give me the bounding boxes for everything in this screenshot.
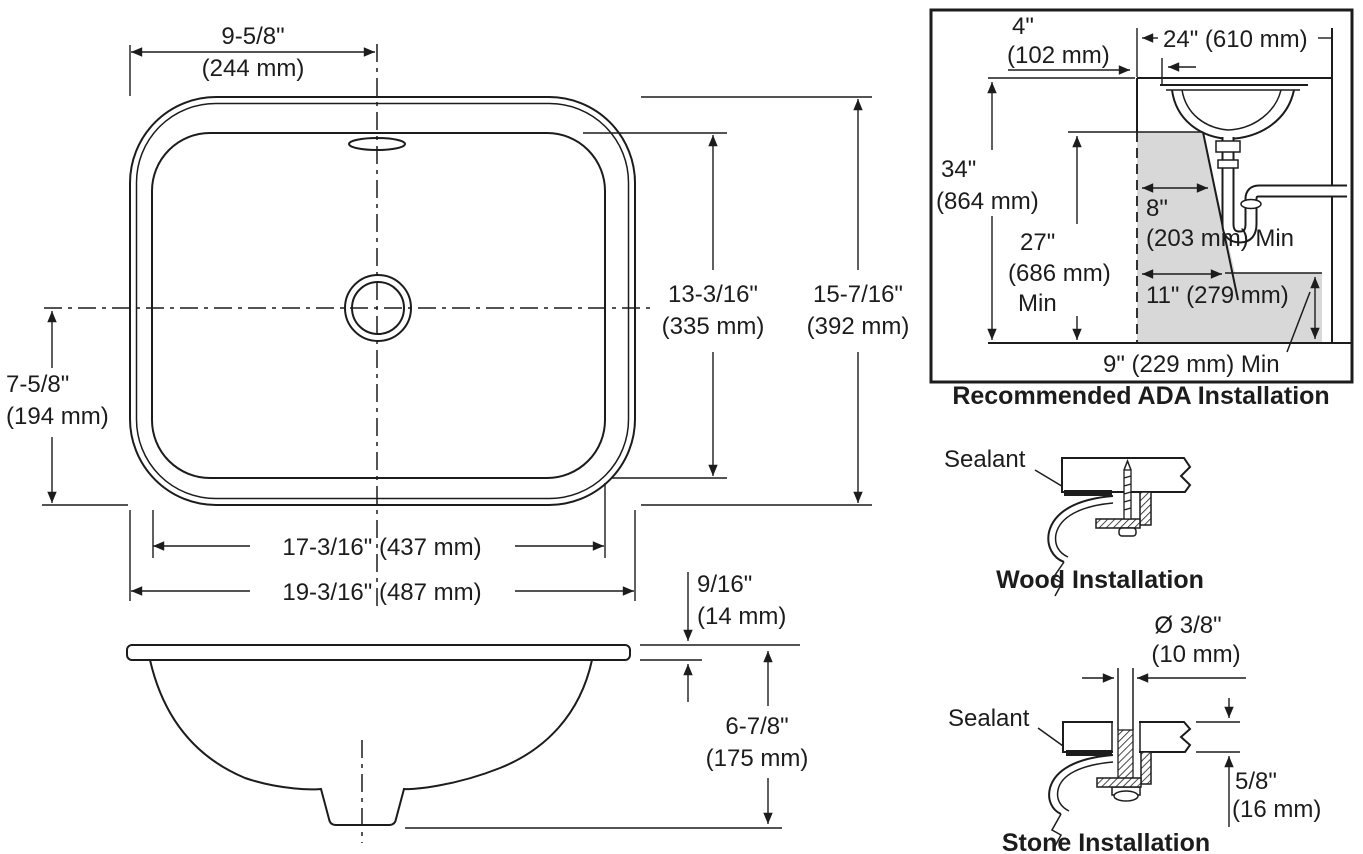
side-rim-thickness-in: 9/16" [697, 571, 752, 598]
stone-slab-thickness-mm: (16 mm) [1232, 796, 1321, 823]
ada-counter-height-in: 34" [941, 156, 976, 183]
trap-nut [1240, 198, 1262, 210]
wood-clip-horizontal [1095, 518, 1141, 529]
ada-knee-height-mm: (686 mm) [1008, 260, 1111, 287]
stone-installation-drawing [1037, 668, 1246, 849]
knee-clearance-slant [1202, 131, 1239, 301]
stone-slab-thickness-in: 5/8" [1235, 768, 1277, 795]
stone-sink-flange [1048, 754, 1114, 849]
stone-clip-horizontal [1096, 777, 1142, 788]
wood-sealant-bead [1064, 490, 1112, 496]
side-bowl-depth-in: 6-7/8" [725, 713, 788, 740]
stone-sealant-bead [1066, 750, 1112, 756]
wood-installation-drawing [1034, 457, 1192, 597]
stone-dimension-lines [1082, 673, 1246, 827]
ada-diagram [929, 8, 1354, 384]
stone-hole-diameter-mm: (10 mm) [1151, 641, 1240, 668]
ada-knee-depth-in: 8" [1146, 195, 1168, 222]
plan-view-drawing [42, 44, 872, 608]
side-dimension-lines [405, 572, 800, 829]
ada-counter-depth: 24" (610 mm) [1163, 26, 1308, 53]
plan-center-front-in: 7-5/8" [6, 371, 69, 398]
ada-border [929, 8, 1354, 384]
plan-overall-depth-in: 15-7/16" [813, 281, 903, 308]
stone-clip-vertical [1140, 751, 1152, 785]
stone-anchor-stud [1111, 668, 1141, 802]
ada-toe-height: 9" (229 mm) Min [1103, 351, 1280, 378]
stone-title: Stone Installation [1002, 829, 1210, 854]
sink-rim-profile [126, 644, 631, 661]
plan-basin-depth-mm: (335 mm) [662, 313, 765, 340]
plan-basin-width: 17-3/16" (437 mm) [282, 534, 481, 561]
wood-clip-vertical [1139, 491, 1152, 526]
wood-sink-flange [1047, 495, 1114, 597]
ada-title: Recommended ADA Installation [952, 382, 1329, 410]
side-bowl-depth-mm: (175 mm) [706, 745, 809, 772]
plan-basin-depth-in: 13-3/16" [668, 281, 758, 308]
plan-overflow-offset-mm: (244 mm) [202, 55, 305, 82]
ada-counter-height-mm: (864 mm) [936, 188, 1039, 215]
plan-overall-width: 19-3/16" (487 mm) [282, 579, 481, 606]
stone-sealant-label: Sealant [948, 705, 1030, 732]
sink-outer-rim-inner-line [135, 102, 630, 500]
stone-hole-diameter-in: Ø 3/8" [1154, 612, 1221, 639]
plan-dimension-lines [42, 45, 872, 601]
tailpiece-nut-2 [1217, 159, 1239, 169]
ada-setback-mm: (102 mm) [1007, 42, 1110, 69]
plan-overflow-offset-in: 9-5/8" [221, 23, 284, 50]
wood-screw [1118, 458, 1137, 537]
side-rim-thickness-mm: (14 mm) [697, 603, 786, 630]
ada-dimension-lines [987, 28, 1331, 353]
plan-center-front-mm: (194 mm) [6, 403, 109, 430]
tailpiece-nut [1215, 140, 1241, 153]
ada-knee-height-in: 27" [1020, 229, 1055, 256]
plan-overall-depth-mm: (392 mm) [807, 313, 910, 340]
sink-outer-rim [129, 96, 636, 506]
ada-knee-depth-mm: (203 mm) Min [1146, 225, 1294, 252]
sink-basin-edge [151, 132, 606, 479]
wood-title: Wood Installation [996, 566, 1204, 594]
ada-sink-section [1160, 84, 1347, 244]
ada-knee-height-min: Min [1018, 290, 1057, 317]
toe-clearance-zone [1137, 273, 1322, 343]
ada-toe-depth: 11" (279 mm) [1146, 282, 1289, 309]
wood-sealant-label: Sealant [944, 446, 1026, 473]
side-view-drawing [126, 572, 800, 843]
bowl-profile [149, 659, 593, 826]
ada-setback-in: 4" [1012, 13, 1034, 40]
